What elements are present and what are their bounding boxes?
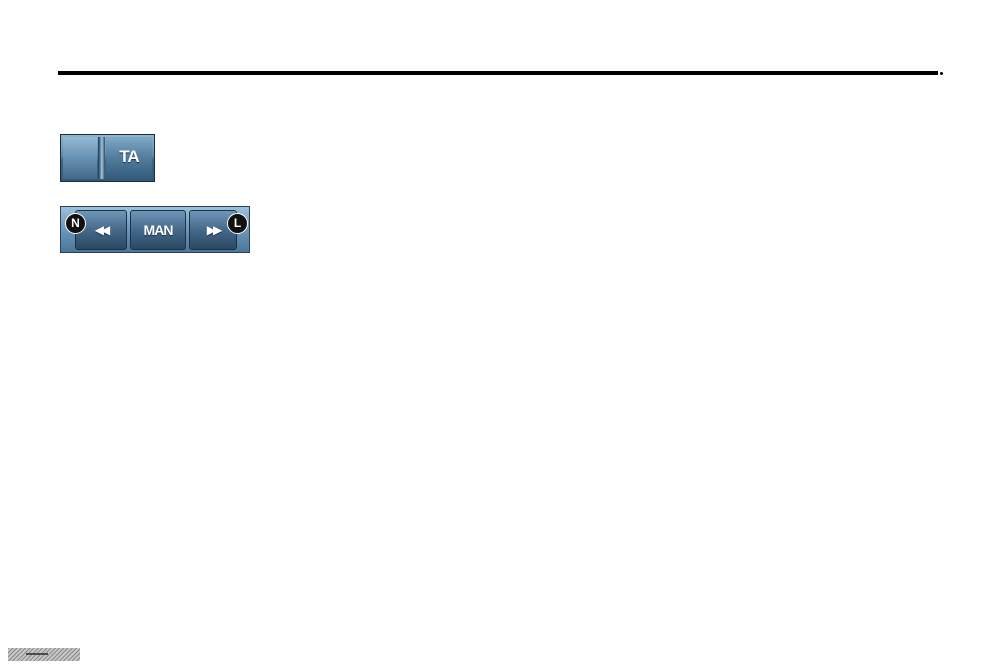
page-corner-tab [8,648,80,661]
ta-button[interactable]: TA [60,134,155,182]
header-rule [58,71,938,75]
ta-switch-divider [98,137,105,179]
callout-l-badge: L [227,213,248,234]
manual-tune-button[interactable]: MAN [130,210,186,250]
rewind-icon: ◀◀ [94,223,110,237]
tuning-bar: ◀◀ MAN ▶▶ N L [60,206,250,253]
ta-label: TA [119,147,139,166]
ta-switch-left-panel [63,137,97,179]
fast-forward-icon: ▶▶ [206,223,222,237]
manual-tune-label: MAN [143,222,174,238]
header-rule-dot [940,72,943,75]
page-corner-tab-mark [26,653,48,655]
ta-switch-right-panel [106,137,152,179]
callout-n-badge: N [65,213,86,234]
